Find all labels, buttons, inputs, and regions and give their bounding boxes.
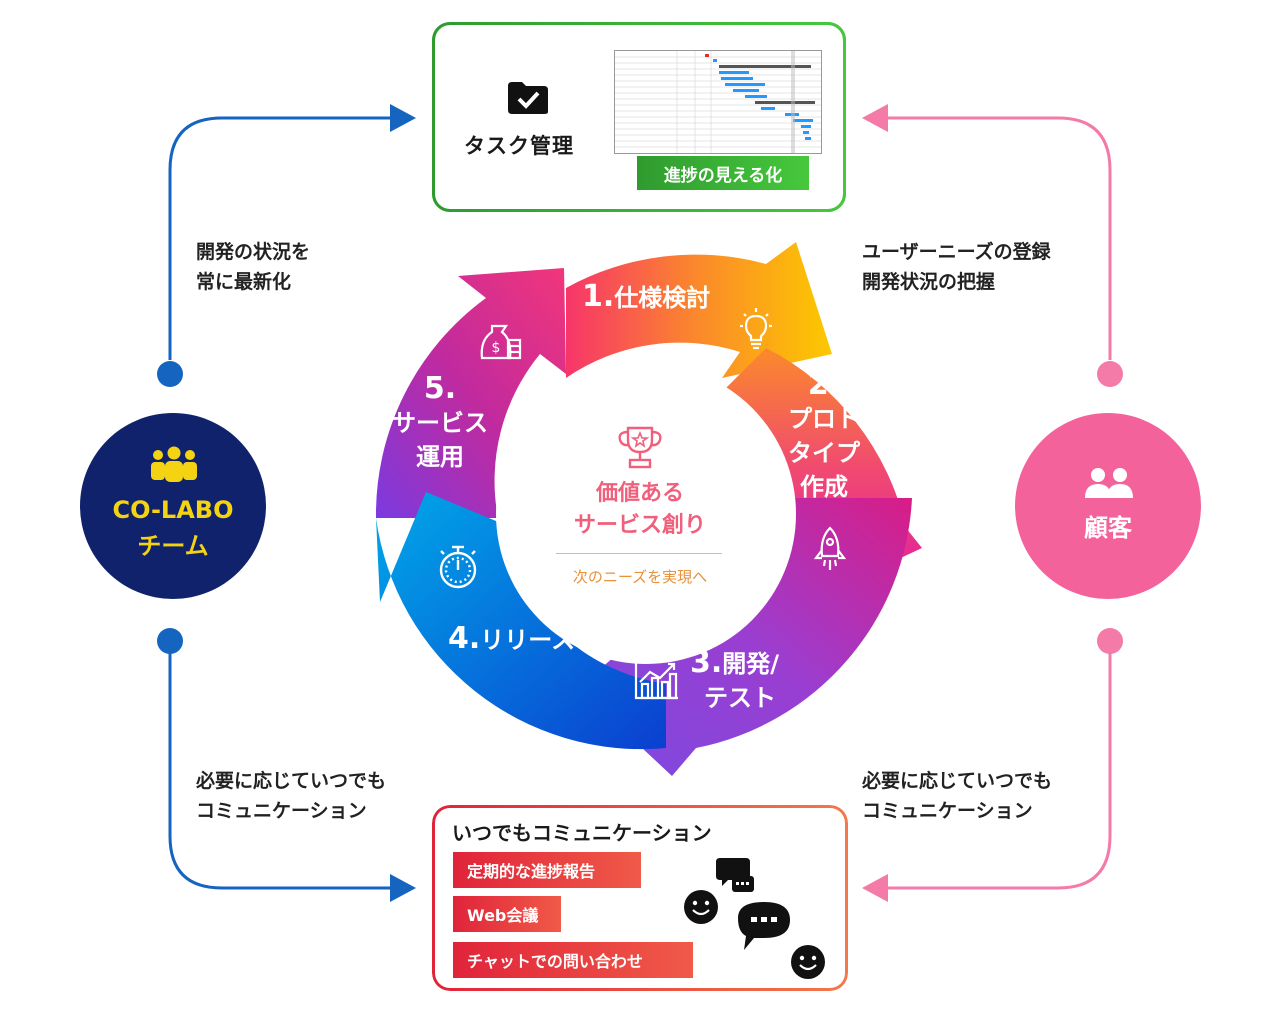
stage-2-label: 2. プロト タイプ 作成 [788,367,860,502]
rocket-icon [813,526,847,570]
arrow-to-task-left [390,104,416,132]
stage-3-label: 3.開発/ テスト [690,645,780,713]
svg-text:$: $ [492,340,501,356]
connector-dot [157,361,183,387]
annotation-bottom-left: 必要に応じていつでもコミュニケーション [196,770,387,822]
web-meeting-badge: Web会議 [453,896,561,932]
lightbulb-icon [740,308,772,350]
stopwatch-icon [439,545,477,589]
money-bag-icon: $ [480,324,522,360]
co-labo-team-circle [80,413,266,599]
annotation-top-right: ユーザーニーズの登録開発状況の把握 [862,241,1051,293]
stage-1-label: 1.仕様検討 [582,279,711,314]
regular-report-badge: 定期的な進捗報告 [453,852,641,888]
arrow-to-task-right [862,104,888,132]
folder-check-icon [508,82,548,114]
chart-icon [634,662,678,700]
annotation-top-left: 開発の状況を常に最新化 [196,241,311,293]
communication-title: いつでもコミュニケーション [452,821,712,845]
visualize-progress-badge: 進捗の見える化 [637,156,809,190]
gantt-chart-thumbnail [614,50,822,154]
arrow-to-comm-left [390,874,416,902]
stage-4-label: 4.リリース [448,621,576,656]
center-divider [556,553,722,554]
connector-dot [1097,361,1123,387]
customer-circle [1015,413,1201,599]
center-title: 価値あるサービス創り [573,481,706,538]
connector-dot [157,628,183,654]
chat-smiley-icon [684,858,825,979]
customer-label: 顧客 [1084,514,1132,542]
stage-5-label: 5. サービス 運用 [392,371,488,472]
annotation-bottom-right: 必要に応じていつでもコミュニケーション [862,770,1053,822]
arrow-to-comm-right [862,874,888,902]
connector-dot [1097,628,1123,654]
trophy-icon [618,426,662,469]
chat-inquiry-badge: チャットでの問い合わせ [453,942,693,978]
two-people-icon [1085,468,1133,498]
group-people-icon [151,446,197,482]
task-title: タスク管理 [464,134,574,158]
center-subtitle: 次のニーズを実現へ [572,568,708,586]
